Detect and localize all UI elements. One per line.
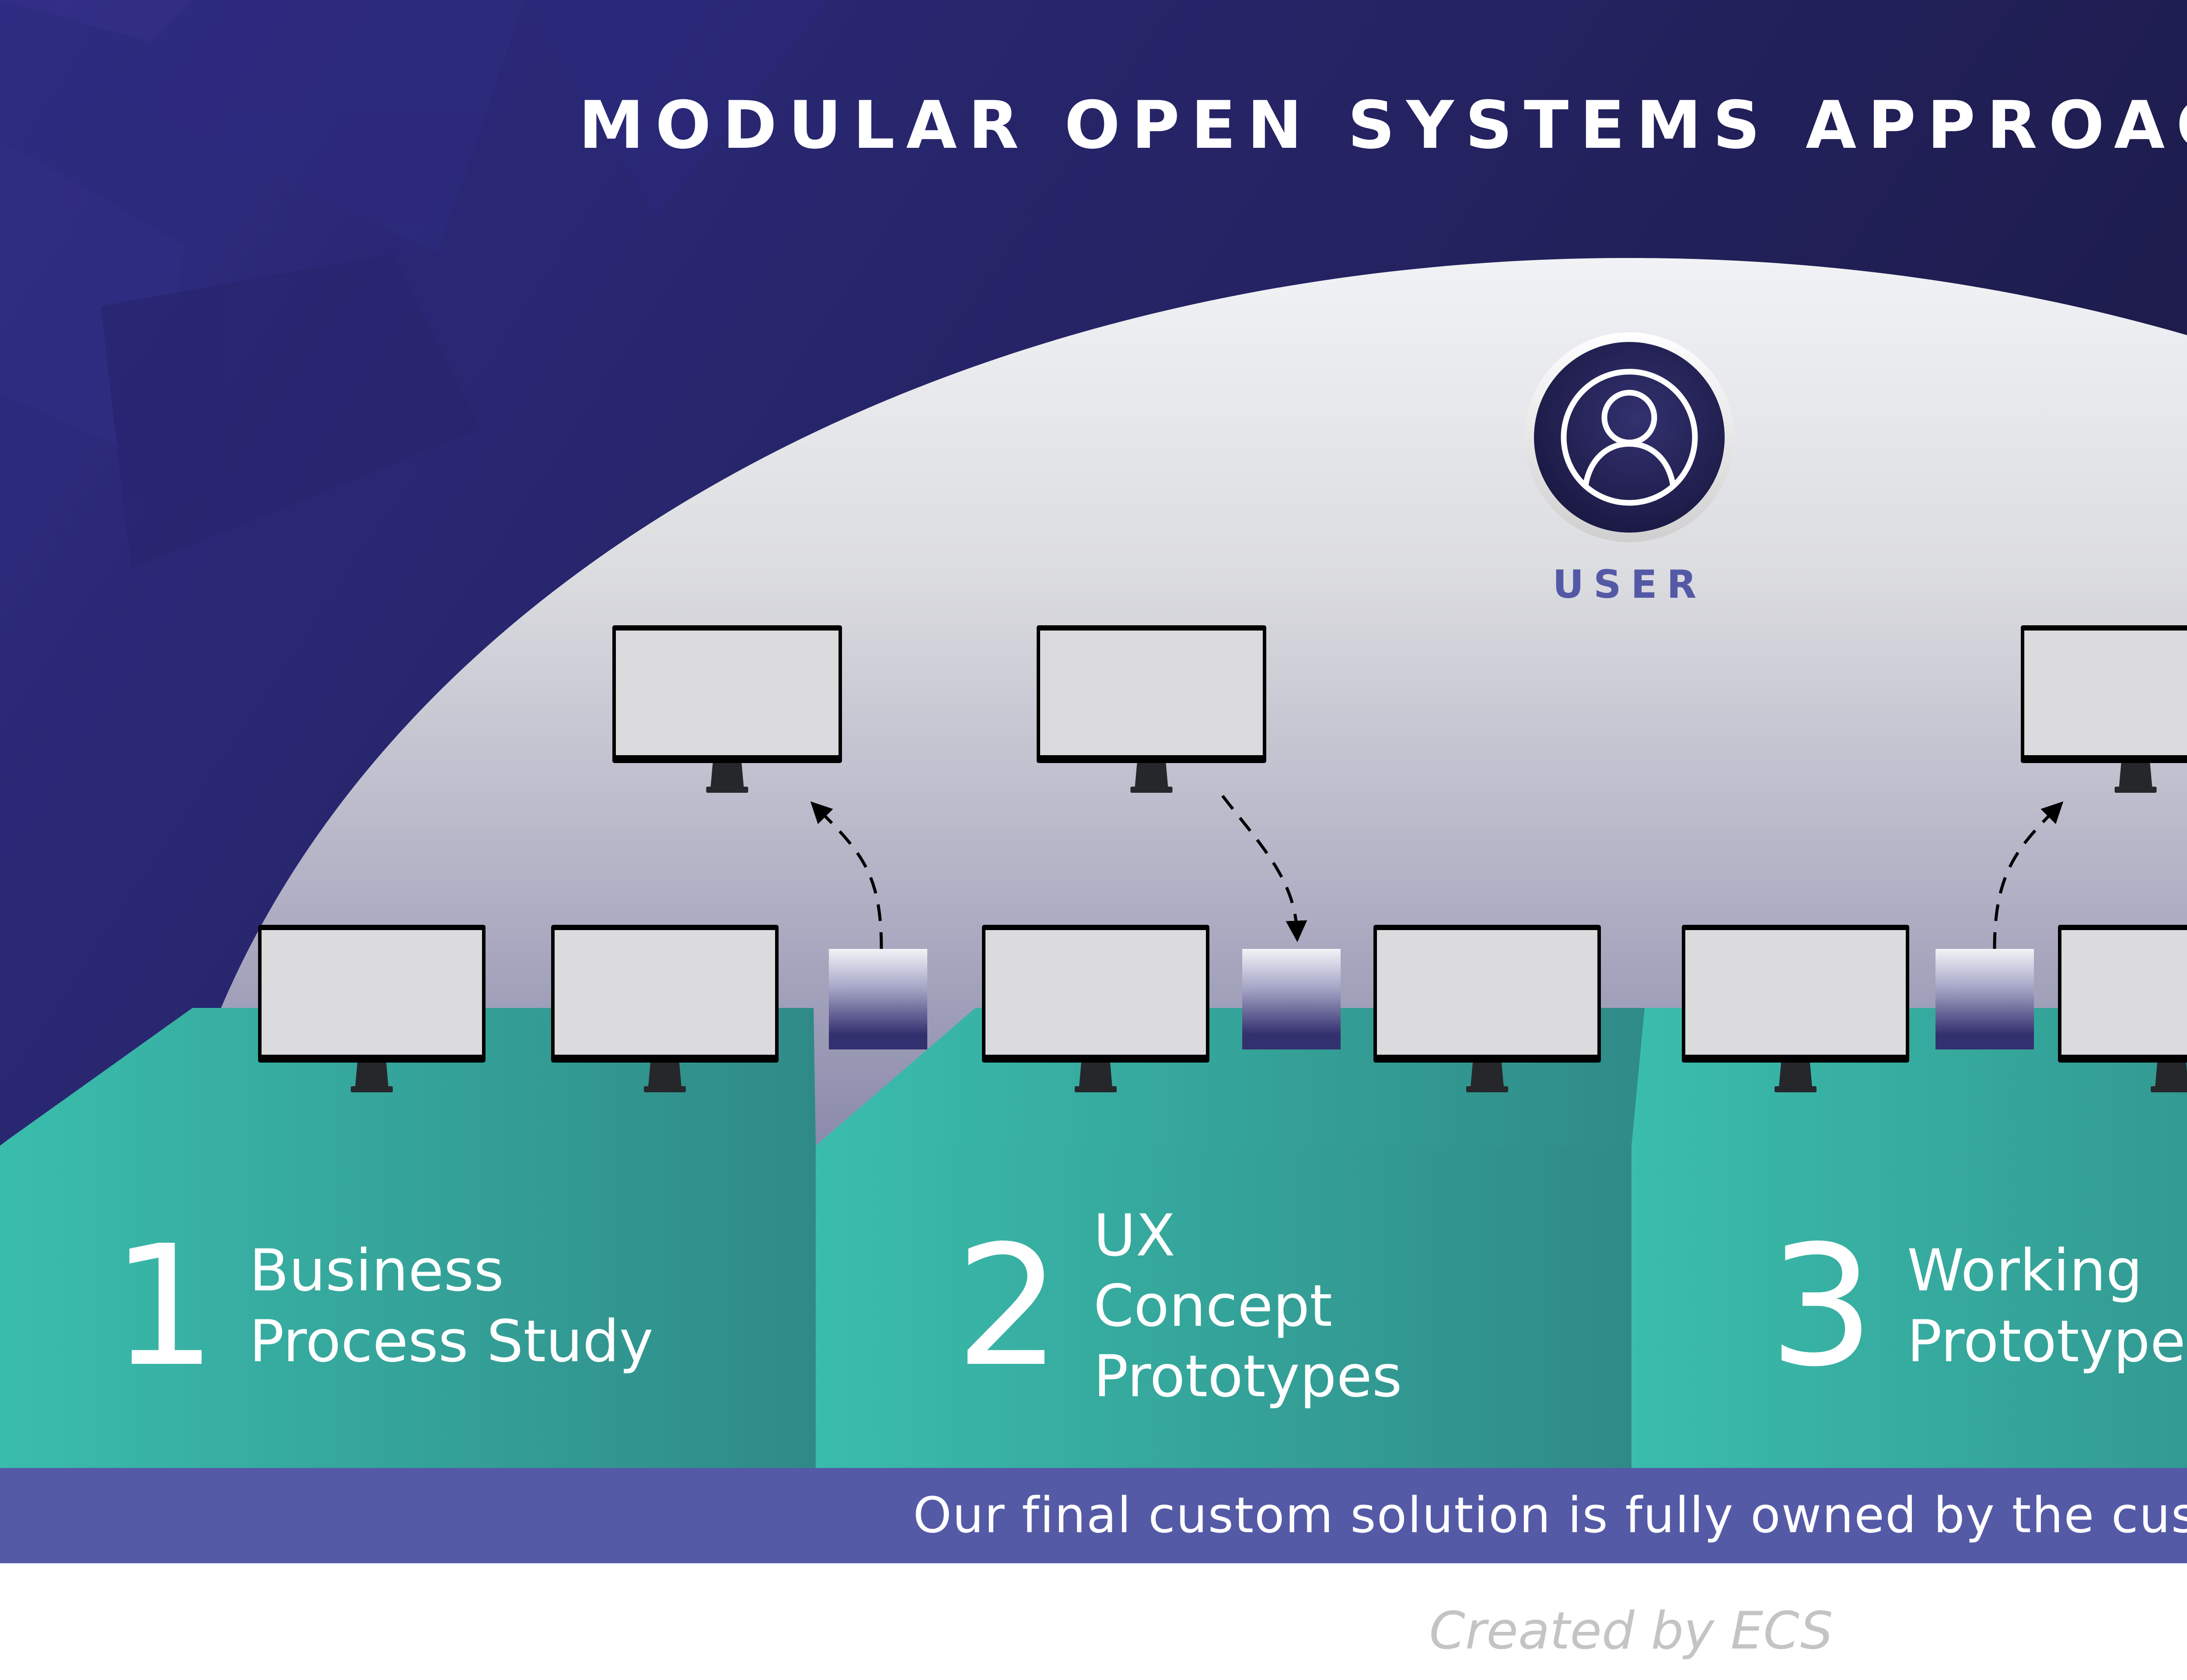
monitor-base: [644, 1086, 686, 1092]
flow-arrows: [810, 795, 2064, 949]
monitor-screen: [262, 930, 482, 1055]
step-3: 3 Working Prototypes: [1750, 1146, 2187, 1467]
lower-monitor-5: [1682, 925, 1909, 1092]
lower-monitor-2: [551, 925, 779, 1092]
monitor-base: [2151, 1086, 2187, 1092]
step-1: 1 Business Process Study: [92, 1146, 814, 1467]
upper-monitor-3: [2021, 625, 2187, 793]
upper-monitors: [612, 625, 2187, 793]
credit-footer: Created by ECS: [1429, 1600, 1833, 1661]
monitor-base: [351, 1086, 393, 1092]
monitor-base: [1466, 1086, 1508, 1092]
monitor-base: [1075, 1086, 1117, 1092]
banner-text: Our final custom solution is fully owned…: [913, 1487, 2187, 1544]
monitor-stand: [648, 1063, 681, 1087]
step-number: 3: [1769, 1209, 1875, 1403]
page-title: MODULAR OPEN SYSTEMS APPROACH (MOSA): [578, 87, 2187, 164]
step-label: Working Prototypes: [1907, 1237, 2187, 1375]
stage-front-1: [0, 1146, 816, 1469]
monitor-stand: [1079, 1063, 1112, 1087]
monitor-stand: [710, 763, 744, 788]
step-number: 2: [955, 1209, 1061, 1403]
lower-monitor-3: [982, 925, 1209, 1092]
step-number: 1: [111, 1209, 217, 1403]
monitor-screen: [2024, 631, 2187, 755]
stage-front-3: [1632, 1146, 2187, 1469]
monitor-base: [1775, 1086, 1817, 1092]
lower-monitor-4: [1373, 925, 1601, 1092]
monitor-screen: [555, 930, 775, 1055]
background-facets: [0, 0, 831, 568]
step-2: 2 UX Concept Prototypes: [936, 1146, 1632, 1467]
connector-3: [1935, 949, 2034, 1049]
lower-monitor-1: [258, 925, 486, 1092]
stage-front-2: [816, 1146, 1632, 1469]
user-avatar: [1524, 332, 1734, 542]
connector-1: [829, 949, 927, 1049]
user-icon: [1561, 369, 1698, 506]
user-label: USER: [1552, 562, 1706, 607]
monitor-screen: [985, 930, 1206, 1055]
monitor-stand: [2119, 763, 2152, 788]
monitor-screen: [1685, 930, 1906, 1055]
monitor-stand: [1471, 1063, 1504, 1087]
monitor-screen: [1377, 930, 1597, 1055]
monitor-screen: [1040, 631, 1263, 755]
upper-monitor-2: [1037, 625, 1266, 793]
monitor-stand: [1135, 763, 1168, 788]
monitor-base: [1130, 787, 1173, 793]
flow-arrow-3: [1993, 801, 2064, 949]
ownership-banner: Our final custom solution is fully owned…: [0, 1468, 2187, 1563]
monitor-base: [706, 787, 748, 793]
lower-monitors: [258, 925, 2187, 1092]
stage-fronts: [0, 1146, 2187, 1469]
monitor-stand: [2155, 1063, 2187, 1087]
connector-2: [1242, 949, 1341, 1049]
lower-monitor-6: [2058, 925, 2187, 1092]
step-label: UX Concept Prototypes: [1094, 1202, 1402, 1411]
monitor-screen: [2061, 930, 2187, 1055]
step-label: Business Process Study: [249, 1237, 653, 1375]
monitor-base: [2114, 787, 2157, 793]
connectors: [829, 949, 2034, 1049]
upper-monitor-1: [612, 625, 842, 793]
monitor-screen: [616, 631, 838, 755]
monitor-stand: [1779, 1063, 1812, 1087]
monitor-stand: [355, 1063, 388, 1087]
